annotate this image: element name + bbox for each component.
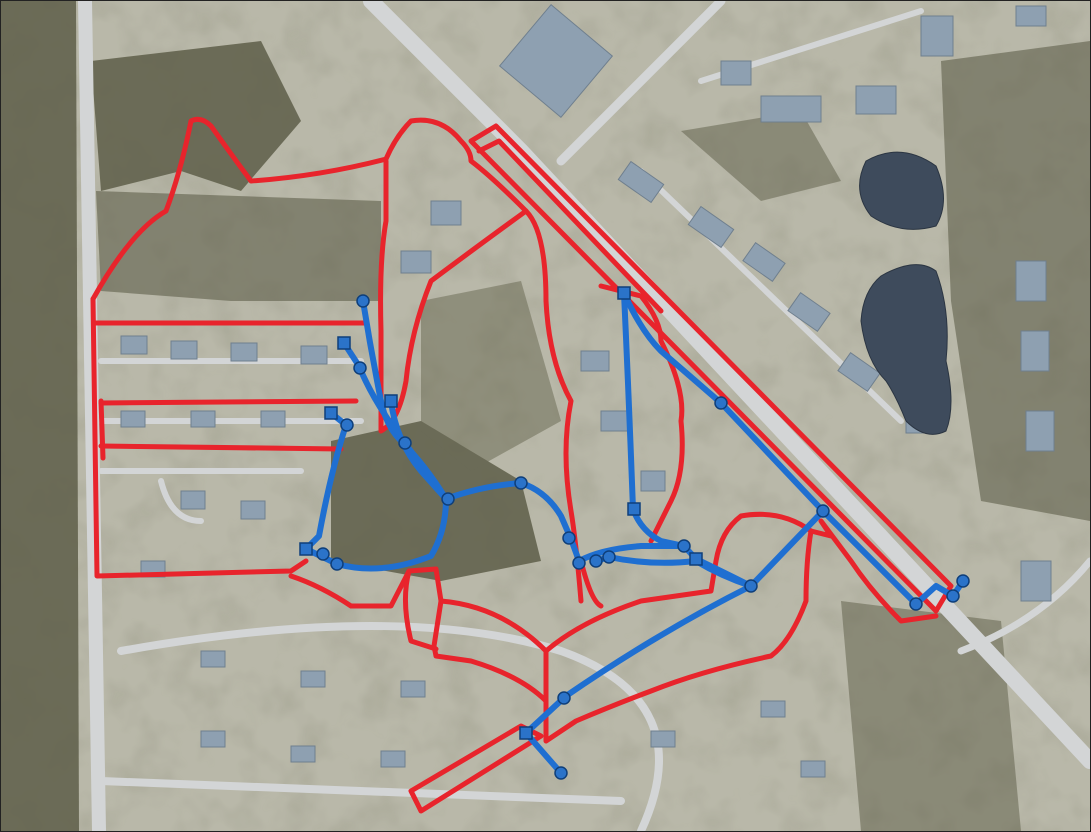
trail-node[interactable] [956,574,970,588]
trail-node[interactable] [677,539,691,553]
road-southeast [957,557,1090,655]
trail-node[interactable] [441,492,455,506]
boundary-south-parcel[interactable] [288,511,939,704]
trail-node-square[interactable] [617,286,631,300]
pond-south [860,264,952,435]
trail-southeast[interactable] [748,508,826,589]
woods-northwest [91,41,301,191]
woods-field-west [96,191,381,301]
road-north-branch [556,1,726,166]
boundary-south-strip[interactable] [408,723,544,814]
boundary-row-2[interactable] [98,398,359,406]
trail-node[interactable] [909,597,923,611]
road-south-west [97,777,625,805]
trail-node-square[interactable] [519,726,533,740]
trail-node[interactable] [602,550,616,564]
trail-node[interactable] [554,766,568,780]
trail-node-square[interactable] [384,394,398,408]
woods-center-north [421,281,561,471]
trail-north-east[interactable] [621,290,687,549]
trail-node[interactable] [353,361,367,375]
boundary-northwest-parcel[interactable] [90,116,529,434]
pond-north [859,151,944,230]
woods-west [1,1,79,831]
trail-node-square[interactable] [299,542,313,556]
boundary-row-3[interactable] [98,443,344,452]
boundary-southeast-lobe[interactable] [543,528,814,744]
trail-node[interactable] [330,557,344,571]
road-cul-de-sac [158,478,204,524]
trail-node[interactable] [557,691,571,705]
building-layer [120,3,1055,778]
trail-node[interactable] [562,531,576,545]
trail-node-square[interactable] [337,336,351,350]
road-west-highway [78,1,106,831]
trail-southeast-spur[interactable] [913,578,966,607]
boundary-center-north[interactable] [523,208,584,604]
boundary-row-4[interactable] [98,398,106,461]
trail-node[interactable] [514,476,528,490]
trail-node[interactable] [340,418,354,432]
woods-center [331,421,541,581]
trail-diagonal[interactable] [621,290,919,607]
trail-node[interactable] [356,294,370,308]
trail-node[interactable] [714,396,728,410]
trail-node[interactable] [316,547,330,561]
trail-node-square[interactable] [324,406,338,420]
trail-node[interactable] [744,579,758,593]
boundary-east-lobe[interactable] [598,283,685,544]
boundary-highway-strip[interactable] [468,123,954,614]
trail-node[interactable] [946,589,960,603]
boundary-highway-inner[interactable] [476,138,664,314]
trail-node[interactable] [398,436,412,450]
trail-node[interactable] [816,504,830,518]
woods-north-center [681,111,841,201]
trail-node[interactable] [589,554,603,568]
trail-nodes [299,286,970,780]
trail-node[interactable] [572,556,586,570]
boundary-south-inner[interactable] [402,568,549,654]
boundary-west-parcels[interactable] [90,296,309,579]
trail-node-square[interactable] [627,502,641,516]
boundary-layer [90,116,954,814]
trail-node-square[interactable] [689,552,703,566]
woods-south-east [841,601,1021,831]
water-layer [859,151,952,435]
